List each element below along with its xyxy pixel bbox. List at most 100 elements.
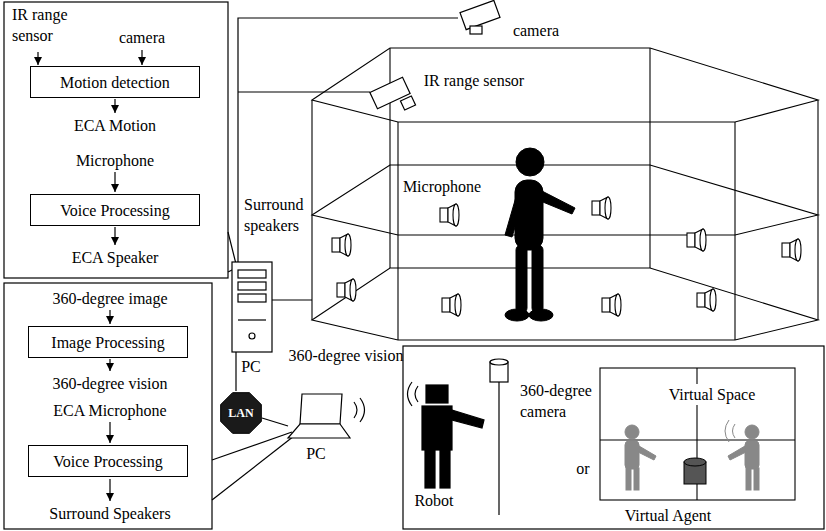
speaker-icon: [795, 239, 801, 261]
flow-arrow: [109, 310, 110, 324]
room: [734, 122, 735, 340]
part-label: Robot: [414, 490, 453, 511]
laptop: [354, 398, 365, 422]
process-box: Voice Processing: [28, 445, 188, 477]
laptop: [300, 394, 342, 424]
virtual-agent: [746, 468, 751, 490]
speaker-icon: [332, 238, 340, 252]
wire: [238, 91, 370, 92]
camera-pole: [490, 359, 508, 515]
part-label: 360-degree vision: [52, 373, 167, 394]
octagon-shape: [221, 393, 262, 434]
panel-frame: [212, 432, 292, 460]
part-label: PC: [306, 443, 326, 464]
virtual-space: [600, 368, 795, 500]
person: [529, 309, 553, 321]
speaker-icon: [602, 298, 610, 312]
pc-tower: [238, 294, 266, 302]
part-label: or: [576, 458, 589, 479]
robot: [408, 382, 485, 488]
camera-icon: [460, 0, 500, 29]
flow-arrow: [114, 227, 115, 245]
network-octagon: LAN: [218, 390, 264, 436]
ir-sensor-icon: [400, 96, 415, 110]
panel-frame: [4, 283, 212, 529]
part-label: Microphone: [403, 176, 481, 197]
flow-arrow: [109, 479, 110, 501]
speaker-icon: [710, 289, 716, 311]
virtual-camera: [684, 458, 706, 484]
part-label: ECA Speaker: [72, 247, 159, 268]
person: [538, 190, 575, 214]
pc-tower: [249, 333, 255, 339]
speaker-icon: [442, 298, 450, 312]
pc-tower: [238, 282, 266, 290]
part-label: 360-degree camera: [520, 380, 604, 422]
part-label: Virtual Space: [667, 384, 758, 405]
panel-frame: [4, 2, 228, 278]
pc-tower: [232, 262, 272, 352]
flow-arrow: [141, 50, 142, 65]
room: [312, 48, 818, 340]
camera-icon: [460, 0, 500, 34]
speaker-icon: [615, 294, 621, 316]
virtual-agent: [626, 468, 631, 490]
part-label: Surround Speakers: [49, 503, 170, 524]
virtual-space: [600, 439, 795, 440]
speaker-icon: [687, 233, 695, 247]
virtual-agent: [725, 420, 735, 442]
laptop: [288, 424, 350, 438]
virtual-agent: [745, 425, 759, 439]
part-label: ECA Microphone: [53, 400, 166, 421]
part-label: 360-degree image: [52, 288, 167, 309]
virtual-agent: [754, 468, 759, 490]
speaker-icon: [453, 204, 459, 226]
virtual-agent: [625, 425, 639, 439]
speaker-icon: [350, 279, 356, 301]
wire: [262, 418, 288, 426]
speaker-icon: [345, 234, 351, 256]
robot: [425, 450, 435, 488]
camera-pole: [498, 382, 499, 515]
node-text: Voice Processing: [53, 452, 162, 471]
process-box: Image Processing: [28, 326, 188, 358]
person: [516, 148, 544, 176]
panel-frame: [4, 2, 294, 529]
robot: [408, 382, 419, 406]
room: [389, 48, 390, 268]
robot: [426, 385, 448, 403]
room: [312, 165, 818, 235]
robot: [422, 406, 452, 450]
node-text: Image Processing: [51, 333, 164, 352]
room: [311, 100, 312, 320]
pc-tower: [238, 319, 266, 320]
part-label: camera: [119, 27, 165, 48]
room: [649, 48, 650, 268]
room: [312, 48, 818, 122]
scene-frame: [403, 346, 824, 529]
person: [516, 245, 527, 313]
speaker-icon: [592, 201, 600, 215]
wire: [272, 299, 312, 300]
wire: [235, 352, 236, 391]
ir-sensor-icon: [370, 77, 416, 110]
speaker-icon: [332, 197, 801, 316]
speaker-icon: [337, 283, 345, 297]
person: [505, 145, 575, 321]
virtual-agent: [625, 441, 639, 469]
speaker-icon: [700, 229, 706, 251]
camera-icon: [470, 26, 482, 34]
flow-arrow: [37, 52, 38, 65]
person: [517, 145, 545, 152]
part-label: Microphone: [76, 150, 154, 171]
laptop: [288, 394, 365, 438]
panel-frame: [228, 232, 236, 264]
speaker-icon: [605, 197, 611, 219]
part-label: ECA Motion: [74, 115, 156, 136]
person: [532, 245, 543, 313]
room: [312, 268, 818, 340]
panel-frame: [212, 436, 294, 500]
wire: [238, 18, 458, 262]
part-label: 360-degree vision: [288, 345, 403, 366]
